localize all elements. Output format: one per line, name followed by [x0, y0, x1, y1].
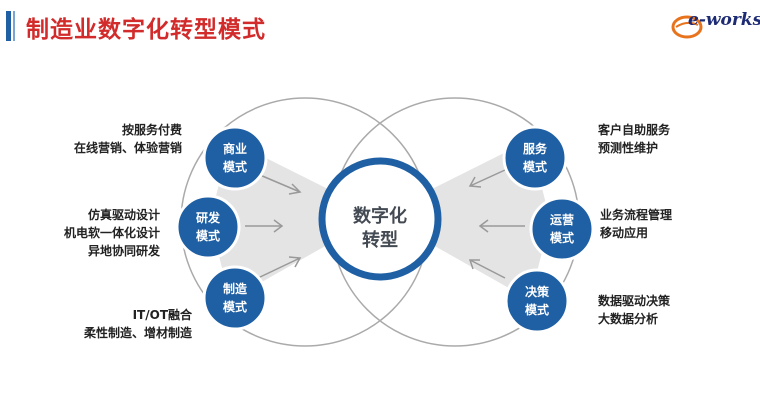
note-service: 客户自助服务 预测性维护 — [598, 121, 670, 157]
note-decision-line2: 大数据分析 — [598, 312, 659, 326]
arrow-operation-right — [478, 219, 525, 233]
note-business: 按服务付费 在线营销、体验营销 — [40, 121, 182, 157]
node-decision-line1: 决策 — [524, 285, 549, 299]
node-operation-line2: 模式 — [549, 231, 574, 245]
node-manufacturing-label: 制造 模式 — [205, 280, 265, 316]
note-rnd-line1: 仿真驱动设计 — [87, 208, 160, 222]
center-label-line2: 转型 — [362, 230, 398, 251]
node-decision-line2: 模式 — [524, 303, 549, 317]
arrow-business-left — [259, 174, 302, 195]
right-funnel-shade — [380, 140, 550, 300]
node-business-line1: 商业 — [222, 142, 247, 156]
node-rnd-circle — [175, 194, 241, 260]
node-business-label: 商业 模式 — [205, 140, 265, 176]
node-operation-line1: 运营 — [549, 213, 574, 227]
note-decision: 数据驱动决策 大数据分析 — [598, 292, 670, 328]
node-operation-label: 运营 模式 — [532, 211, 592, 247]
center-label-line1: 数字化 — [353, 206, 407, 227]
arrow-manufacturing-left — [257, 256, 302, 279]
center-ring — [318, 157, 442, 281]
node-rnd-line1: 研发 — [195, 211, 220, 225]
node-service-line2: 模式 — [522, 160, 547, 174]
title-accent-bar — [6, 11, 11, 41]
eworks-logo — [671, 15, 703, 39]
note-service-line2: 预测性维护 — [598, 141, 659, 155]
arrow-rnd-left — [245, 219, 284, 233]
note-operation-line1: 业务流程管理 — [600, 208, 673, 222]
note-manufacturing-line2: 柔性制造、增材制造 — [83, 326, 192, 340]
node-service-circle — [502, 125, 568, 191]
node-operation-circle — [529, 196, 595, 262]
node-service-line1: 服务 — [522, 142, 547, 156]
title-accent-bar-light — [13, 11, 15, 41]
note-operation: 业务流程管理 移动应用 — [600, 206, 672, 242]
node-business-circle — [202, 125, 268, 191]
note-manufacturing-line1: IT/OT融合 — [132, 308, 192, 322]
note-business-line2: 在线营销、体验营销 — [73, 141, 182, 155]
note-rnd: 仿真驱动设计 机电软一体化设计 异地协同研发 — [40, 206, 160, 260]
node-rnd-line2: 模式 — [195, 229, 220, 243]
note-rnd-line2: 机电软一体化设计 — [63, 226, 160, 240]
node-decision-label: 决策 模式 — [507, 283, 567, 319]
node-decision-circle — [504, 268, 570, 334]
logo-text: e-works — [688, 10, 760, 30]
arrow-decision-right — [468, 259, 506, 279]
arrow-service-right — [468, 169, 506, 188]
note-manufacturing: IT/OT融合 柔性制造、增材制造 — [40, 306, 192, 342]
center-label: 数字化 转型 — [340, 205, 420, 253]
node-rnd-label: 研发 模式 — [178, 209, 238, 245]
node-manufacturing-line1: 制造 — [222, 282, 247, 296]
note-operation-line2: 移动应用 — [600, 226, 649, 240]
node-manufacturing-line2: 模式 — [222, 300, 247, 314]
node-manufacturing-circle — [202, 265, 268, 331]
note-business-line1: 按服务付费 — [121, 123, 182, 137]
note-decision-line1: 数据驱动决策 — [598, 294, 671, 308]
node-business-line2: 模式 — [222, 160, 247, 174]
node-service-label: 服务 模式 — [505, 140, 565, 176]
page-title: 制造业数字化转型模式 — [26, 17, 266, 43]
note-service-line1: 客户自助服务 — [598, 123, 671, 137]
center-inner-ring — [329, 168, 431, 270]
note-rnd-line3: 异地协同研发 — [87, 244, 160, 258]
